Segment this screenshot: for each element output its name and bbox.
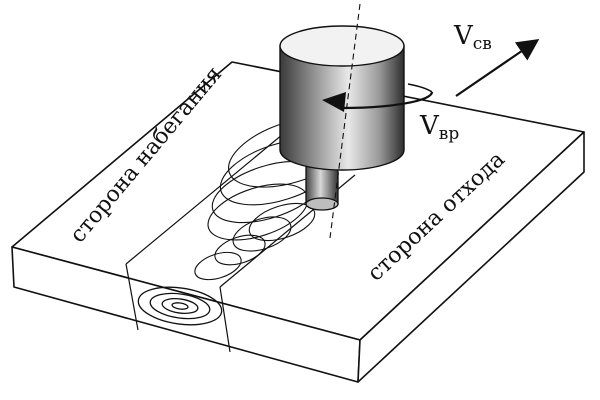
plate-side-face bbox=[357, 131, 585, 383]
rotation-arrow bbox=[322, 83, 434, 112]
tool-shoulder-top bbox=[279, 25, 405, 67]
rotation-velocity-label: Vвр bbox=[419, 111, 459, 144]
weld-nugget-rings bbox=[137, 286, 223, 326]
tool-pin-tip bbox=[305, 197, 339, 211]
welding-direction-arrow bbox=[455, 39, 540, 97]
workpiece-plate bbox=[11, 61, 585, 383]
welding-velocity-label: Vсв bbox=[453, 21, 492, 54]
